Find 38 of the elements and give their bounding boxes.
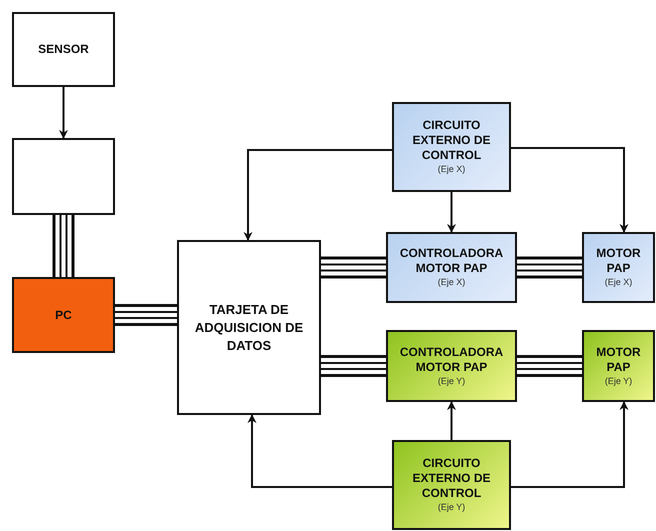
axis-note: (Eje X)	[604, 276, 632, 289]
bus-connector	[517, 355, 582, 377]
node-label: MOTOR PAP	[595, 246, 642, 276]
arrow	[59, 87, 68, 139]
bus-connector	[52, 215, 74, 277]
node-label: CIRCUITO EXTERNO DE CONTROL	[411, 118, 492, 163]
axis-note: (Eje X)	[438, 276, 466, 289]
node-label: TARJETA DE ADQUISICION DE DATOS	[194, 300, 304, 354]
bus-connector	[517, 256, 582, 278]
pc-box	[12, 277, 115, 353]
stepper-motor-box	[582, 232, 655, 303]
arrow	[447, 192, 456, 233]
sensor-box	[12, 12, 115, 87]
control-circuit-box	[392, 440, 511, 530]
arrow	[244, 149, 392, 241]
axis-note: (Eje X)	[438, 163, 466, 176]
data-acquisition-card-box	[177, 240, 321, 415]
node-label: MOTOR PAP	[595, 344, 642, 374]
node-label: CONTROLADORA MOTOR PAP	[398, 344, 504, 374]
axis-note: (Eje Y)	[438, 501, 466, 514]
bus-connector	[115, 304, 177, 326]
axis-note: (Eje Y)	[604, 374, 632, 388]
node-label: PC	[55, 308, 72, 322]
arrow	[447, 401, 456, 440]
stepper-motor-box	[582, 330, 655, 402]
arrow	[511, 147, 628, 233]
control-circuit-box	[392, 102, 511, 192]
bus-connector	[321, 256, 386, 278]
bus-connector	[321, 355, 386, 377]
axis-note: (Eje Y)	[438, 374, 466, 388]
node-label: CONTROLADORA MOTOR PAP	[398, 246, 504, 276]
arrow	[248, 414, 392, 488]
node-label: CIRCUITO EXTERNO DE CONTROL	[411, 456, 492, 501]
node-label: SENSOR	[38, 42, 89, 57]
interface-box	[12, 138, 115, 215]
arrow	[511, 401, 628, 488]
motor-controller-box	[386, 232, 517, 303]
motor-controller-box	[386, 330, 517, 402]
